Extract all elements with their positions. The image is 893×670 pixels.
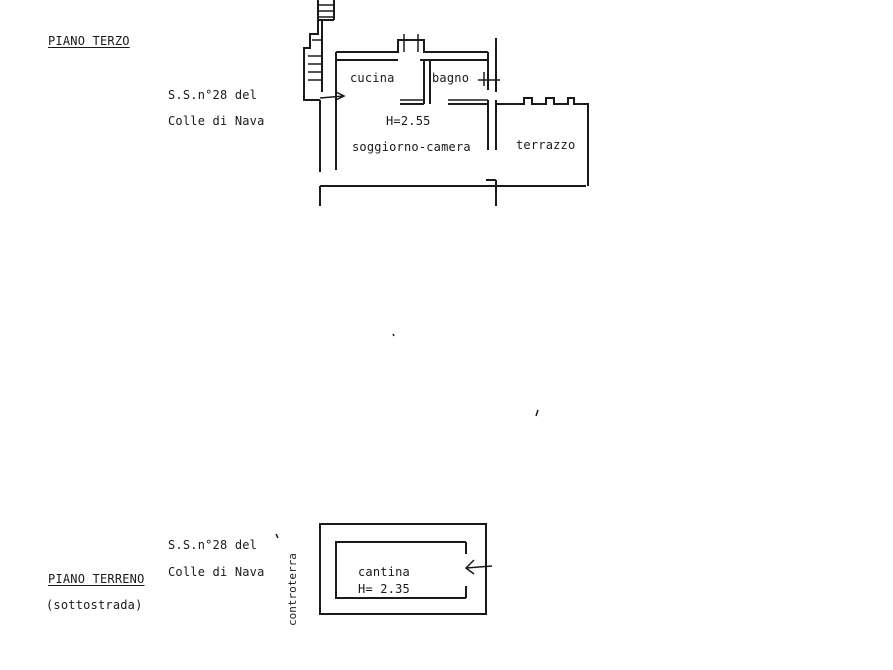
upper-road-label-line2: Colle di Nava bbox=[168, 114, 265, 128]
lower-road-label-line1: S.S.n°28 del bbox=[168, 538, 258, 552]
lower-road-label-line2: Colle di Nava bbox=[168, 565, 265, 579]
staircase bbox=[303, 0, 335, 101]
room-label-living: soggiorno-camera bbox=[352, 140, 471, 154]
room-label-terrace: terrazzo bbox=[516, 138, 576, 152]
upper-floor-walls bbox=[319, 34, 586, 206]
lower-height-label: H= 2.35 bbox=[358, 582, 410, 596]
room-label-bathroom: bagno bbox=[432, 71, 470, 85]
stray-marks bbox=[275, 333, 539, 539]
lower-floor-subtitle: (sottostrada) bbox=[46, 598, 143, 612]
lower-floor-title: PIANO TERRENO bbox=[48, 572, 145, 586]
upper-road-label-line1: S.S.n°28 del bbox=[168, 88, 258, 102]
upper-height-label: H=2.55 bbox=[386, 114, 431, 128]
room-label-cellar: cantina bbox=[358, 565, 410, 579]
room-label-kitchen: cucina bbox=[350, 71, 395, 85]
terrace-outline bbox=[496, 97, 589, 186]
earth-side-label: controterra bbox=[286, 553, 299, 626]
cellar-walls bbox=[319, 523, 493, 615]
upper-floor-title: PIANO TERZO bbox=[48, 34, 130, 48]
